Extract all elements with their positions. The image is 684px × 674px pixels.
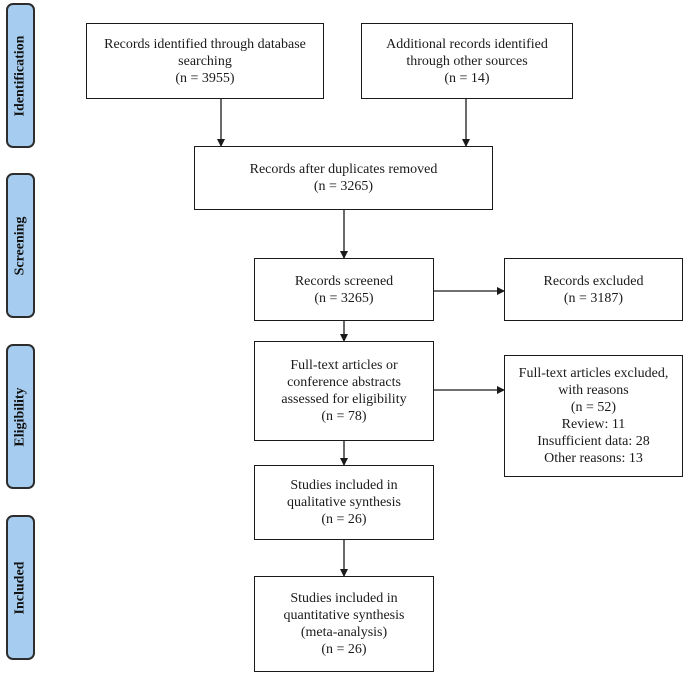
phase-screening: Screening: [6, 173, 35, 318]
box-line: Records excluded: [543, 273, 644, 289]
box-line: Records identified through database: [104, 36, 306, 52]
box-other-sources: Additional records identified through ot…: [361, 23, 573, 99]
box-line: qualitative synthesis: [287, 495, 401, 510]
box-line: (n = 26): [321, 512, 367, 527]
box-line: conference abstracts: [287, 375, 401, 390]
box-line: (n = 52): [570, 400, 617, 415]
box-line: Additional records identified: [386, 36, 548, 52]
box-line: Review: 11: [561, 417, 626, 432]
box-fulltext-excluded: Full-text articles excluded, with reason…: [504, 355, 683, 477]
box-line: Records screened: [294, 273, 394, 289]
box-line: (n = 3955): [175, 70, 235, 86]
box-line: quantitative synthesis: [283, 608, 405, 623]
box-fulltext-assessed: Full-text articles or conference abstrac…: [254, 341, 434, 441]
phase-eligibility: Eligibility: [6, 344, 35, 489]
phase-included: Included: [6, 515, 35, 660]
box-records-screened: Records screened (n = 3265): [254, 258, 434, 321]
box-line: (n = 78): [321, 409, 367, 424]
box-line: (meta-analysis): [300, 625, 388, 640]
box-line: Full-text articles excluded,: [518, 366, 669, 381]
box-line: (n = 3187): [563, 290, 624, 306]
box-line: (n = 3265): [314, 290, 374, 306]
box-line: Full-text articles or: [290, 358, 398, 373]
box-quantitative-synthesis: Studies included in quantitative synthes…: [254, 576, 434, 672]
box-line: (n = 26): [321, 642, 367, 657]
phase-identification: Identification: [6, 3, 35, 148]
box-line: (n = 3265): [313, 179, 374, 194]
box-database-records: Records identified through database sear…: [86, 23, 324, 99]
box-line: Insufficient data: 28: [537, 434, 650, 449]
box-line: Studies included in: [290, 591, 398, 606]
box-line: searching: [178, 53, 232, 69]
box-line: (n = 14): [444, 70, 490, 86]
box-qualitative-synthesis: Studies included in qualitative synthesi…: [254, 465, 434, 540]
box-records-excluded: Records excluded (n = 3187): [504, 258, 683, 321]
box-after-duplicates: Records after duplicates removed (n = 32…: [194, 146, 493, 210]
box-line: Studies included in: [290, 478, 398, 493]
box-line: Other reasons: 13: [544, 451, 643, 466]
box-line: assessed for eligibility: [281, 392, 407, 407]
box-line: through other sources: [406, 53, 528, 69]
box-line: Records after duplicates removed: [249, 162, 438, 177]
box-line: with reasons: [558, 383, 629, 398]
